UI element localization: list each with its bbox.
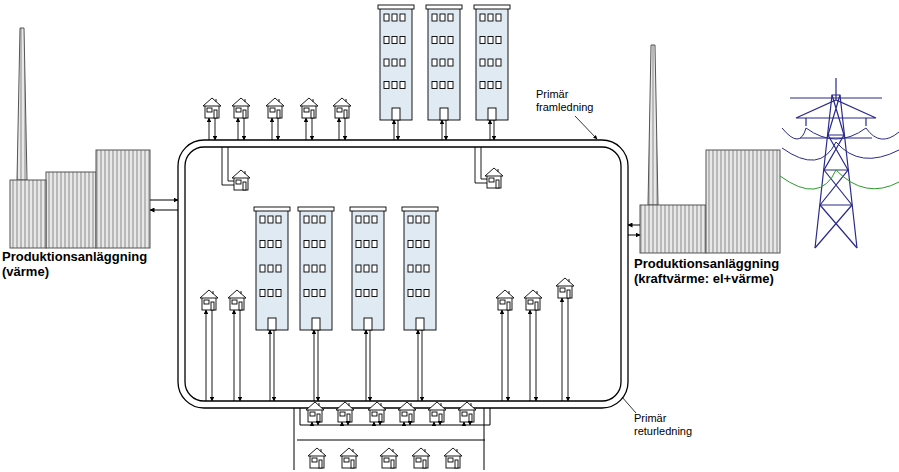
house-icon	[333, 98, 351, 118]
heat-plant	[10, 28, 150, 248]
apartment-block	[254, 207, 290, 330]
service-pipe	[228, 147, 234, 181]
service-pipe	[394, 120, 398, 140]
service-pipe	[222, 147, 234, 185]
service-pipe	[238, 118, 244, 140]
house-icon	[524, 290, 542, 310]
house-icon	[228, 290, 246, 310]
house-icon	[203, 98, 221, 118]
apartment-block	[474, 5, 510, 120]
service-pipe	[404, 422, 410, 425]
house-icon	[444, 448, 462, 468]
service-pipe	[312, 422, 318, 425]
service-pipe	[475, 147, 487, 183]
service-pipe	[342, 422, 348, 425]
service-pipe	[366, 330, 370, 401]
service-pipe	[530, 310, 536, 401]
house-icon	[336, 402, 354, 422]
pipe-label: Primär returledning	[634, 412, 706, 437]
house-icon	[308, 448, 326, 468]
service-pipe	[314, 330, 318, 401]
apartment-block	[402, 207, 438, 330]
service-pipe	[418, 330, 422, 401]
leader-line	[575, 116, 636, 413]
house-icon	[266, 98, 284, 118]
plant-connection	[150, 200, 640, 235]
apartment-block	[350, 207, 386, 330]
plant-label: Produktionsanläggning (kraftvärme: el+vä…	[634, 257, 804, 287]
house-icon	[200, 290, 218, 310]
service-pipe	[481, 147, 487, 179]
service-pipe	[234, 310, 240, 401]
service-pipe	[306, 118, 312, 140]
service-pipe	[374, 422, 380, 425]
service-pipe	[562, 298, 568, 401]
house-icon	[496, 290, 514, 310]
chp-plant	[640, 45, 780, 253]
service-pipe	[490, 120, 494, 140]
house-icon	[556, 278, 574, 298]
house-icon	[485, 168, 503, 188]
house-icon	[340, 448, 358, 468]
house-icon	[398, 402, 416, 422]
house-icon	[306, 402, 324, 422]
pipe-label: Primär framledning	[536, 88, 608, 113]
primary-pipe-loop	[178, 140, 628, 408]
house-icon	[232, 170, 250, 190]
service-pipe	[434, 422, 440, 425]
service-pipe	[339, 118, 345, 140]
power-pylon	[790, 78, 882, 248]
service-pipe	[206, 310, 212, 401]
service-pipe	[442, 120, 446, 140]
service-pipe	[502, 310, 508, 401]
apartment-block	[298, 207, 334, 330]
apartment-block	[426, 5, 462, 120]
house-icon	[300, 98, 318, 118]
service-pipe	[209, 118, 215, 140]
house-icon	[458, 402, 476, 422]
apartment-block	[378, 5, 414, 120]
service-pipe	[272, 118, 278, 140]
buildings	[200, 5, 574, 468]
house-icon	[412, 448, 430, 468]
power-lines	[780, 128, 899, 189]
service-pipe	[464, 422, 470, 425]
service-pipe	[270, 330, 274, 401]
house-icon	[232, 98, 250, 118]
secondary-network	[294, 408, 490, 470]
house-icon	[428, 402, 446, 422]
plant-label: Produktionsanläggning (värme)	[2, 250, 170, 280]
house-icon	[380, 448, 398, 468]
house-icon	[368, 402, 386, 422]
